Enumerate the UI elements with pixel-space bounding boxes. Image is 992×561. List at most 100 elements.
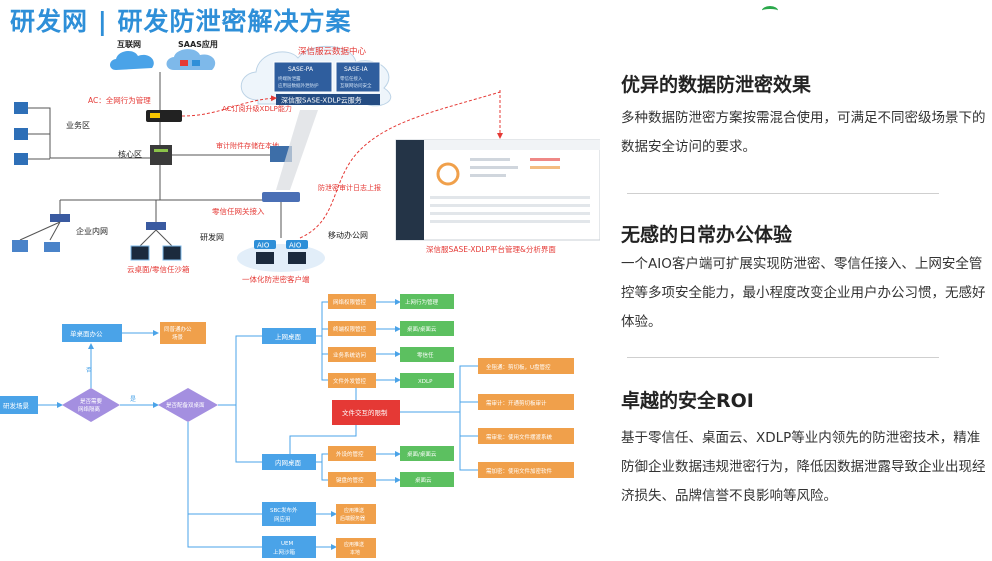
feature-3-body: 基于零信任、桌面云、XDLP等业内领先的防泄密技术，精准防御企业数据违规泄密行为…	[621, 430, 986, 504]
flow-decision-dual-desktop	[158, 388, 218, 422]
flow-internet-desk-label: 上网桌面	[275, 332, 302, 341]
flow-net-perm-node	[328, 294, 376, 309]
platform-screenshot	[395, 139, 600, 241]
svg-text:外设的管控: 外设的管控	[336, 450, 364, 458]
ac-upgrade-label: AC订阅升级XDLP能力	[222, 104, 292, 113]
aio-pc-icon	[256, 252, 274, 264]
svg-text:XDLP: XDLP	[418, 379, 433, 385]
flow-decision2-label: 是否配备双桌面	[166, 401, 205, 409]
flow-no-tag: 否	[86, 367, 92, 374]
link-ac-cloud	[181, 95, 277, 117]
cloud-desktop-icon-2	[162, 245, 182, 261]
flow-sbc-label: SBC发布外网应用	[270, 506, 298, 523]
svg-text:桌面云: 桌面云	[415, 476, 432, 484]
mobile-net-label: 移动办公网	[328, 230, 368, 240]
aio-badge-2	[286, 240, 308, 249]
flow-decision-isolation	[62, 388, 120, 422]
brand-logo-icon	[762, 6, 778, 15]
svg-text:网络权限管控: 网络权限管控	[333, 298, 367, 306]
flow-sbc-node	[262, 502, 316, 526]
solution-diagram: 深信服云数据中心 SASE-PA 终端防泄露 应用层数据外泄防护 SASE-IA…	[0, 39, 600, 558]
flow-sbc-result-node	[336, 504, 376, 524]
flow-decision1-label: 是否需要网络隔离	[78, 398, 103, 413]
svg-text:终端权限管控: 终端权限管控	[333, 325, 367, 333]
log-beam	[276, 110, 318, 190]
saas-label: SAAS应用	[178, 39, 218, 49]
link-business	[28, 107, 150, 160]
pc-icon	[12, 240, 28, 252]
feature-3-title: 卓越的安全ROI	[621, 390, 754, 412]
zero-trust-gateway-icon	[262, 192, 300, 202]
divider-1	[627, 193, 939, 194]
sase-pa-sub2: 应用层数据外泄防护	[278, 82, 319, 89]
core-switch-icon	[150, 145, 172, 165]
sase-ia-box	[335, 61, 381, 93]
link-audit-log	[299, 91, 501, 239]
svg-text:桌面/桌面云: 桌面/桌面云	[407, 450, 437, 458]
sase-xdlp-label: 深信服SASE-XDLP云服务	[281, 96, 362, 105]
flow-intranet-desk-node	[262, 454, 316, 470]
flow-biz-access-node	[328, 347, 376, 362]
sase-ia-sub1: 零信任接入	[340, 75, 363, 82]
saas-cloud-icon	[166, 49, 216, 70]
enterprise-net-label: 企业内网	[76, 226, 108, 236]
mobile-office-zone	[237, 244, 325, 272]
flow-sbc-result-label: 应用推送后端服务器	[340, 507, 365, 522]
business-zone-label: 业务区	[66, 120, 90, 130]
core-zone-label: 核心区	[118, 149, 142, 159]
feature-1-title: 优异的数据防泄密效果	[621, 74, 812, 96]
audit-store-label: 审计附件存储在本地	[216, 141, 279, 150]
flow-normal-office-node	[160, 322, 206, 344]
flow-cloud-desk-node	[400, 472, 454, 487]
flow-connectors	[38, 299, 478, 550]
ac-label: AC：全网行为管理	[88, 95, 151, 105]
flow-file-send-node	[328, 373, 376, 388]
flow-term-perm-node	[328, 321, 376, 336]
flow-normal-office-label: 同普通办公场景	[164, 325, 192, 341]
svg-text:需审批：使用文件摆渡系统: 需审批：使用文件摆渡系统	[486, 433, 553, 441]
aio-client-label: 一体化防泄密客户端	[242, 274, 310, 284]
flow-start-node	[0, 396, 38, 414]
flow-file-ctrl-node	[332, 400, 400, 425]
sase-pa-box	[273, 61, 333, 93]
flow-desktop-cloud2-node	[400, 446, 454, 461]
flow-uem-result-node	[336, 538, 376, 558]
flow-uem-result-label: 应用推送本地	[344, 541, 364, 556]
flow-intranet-desk-label: 内网桌面	[275, 458, 302, 467]
flow-keyboard-node	[328, 472, 376, 487]
flow-behavior-mgmt-node	[400, 294, 454, 309]
flow-approve-node	[478, 428, 574, 444]
svg-text:键盘的管控: 键盘的管控	[336, 476, 364, 484]
flow-internet-desk-node	[262, 328, 316, 344]
svg-text:需审计：开通剪切板审计: 需审计：开通剪切板审计	[486, 399, 547, 407]
feature-2-body: 一个AIO客户端可扩展实现防泄密、零信任接入、上网安全管控等多项安全能力，最小程…	[621, 256, 986, 330]
sase-ia-label: SASE-IA	[344, 66, 369, 73]
flow-xdlp-node	[400, 373, 454, 388]
cloud-desktop-label: 云桌面/零信任沙箱	[127, 264, 190, 274]
svg-text:桌面/桌面云: 桌面/桌面云	[407, 325, 437, 333]
flow-desktop-cloud-node	[400, 321, 454, 336]
feature-2-title: 无感的日常办公体验	[621, 224, 793, 246]
page-title: 研发网 | 研发防泄密解决方案	[10, 7, 352, 36]
flow-encrypt-node	[478, 462, 574, 478]
internet-cloud-icon	[110, 50, 154, 70]
flow-uem-node	[262, 536, 316, 558]
svg-text:业务系统访问: 业务系统访问	[333, 351, 366, 359]
svg-text:上网行为管理: 上网行为管理	[405, 298, 439, 306]
flow-start-label: 研发场景	[3, 401, 30, 410]
intranet-switch-icon	[50, 214, 70, 222]
sase-pa-sub1: 终端防泄露	[278, 75, 301, 82]
feature-1-body: 多种数据防泄密方案按需混合使用，可满足不同密级场景下的数据安全访问的要求。	[621, 110, 986, 155]
sase-pa-label: SASE-PA	[288, 66, 314, 73]
audit-log-label: 防泄密审计日志上报	[318, 183, 381, 192]
sase-xdlp-box	[276, 94, 380, 105]
rd-switch-icon	[146, 222, 166, 230]
flow-single-desk-node	[62, 324, 122, 342]
flow-yes-tag: 是	[130, 396, 136, 403]
zero-trust-gw-label: 零信任网关接入	[212, 206, 265, 216]
divider-2	[627, 357, 939, 358]
sase-ia-sub2: 互联网访问安全	[340, 82, 372, 89]
svg-text:AIO: AIO	[289, 242, 302, 250]
svg-text:需加密：使用文件加密软件: 需加密：使用文件加密软件	[486, 467, 553, 475]
